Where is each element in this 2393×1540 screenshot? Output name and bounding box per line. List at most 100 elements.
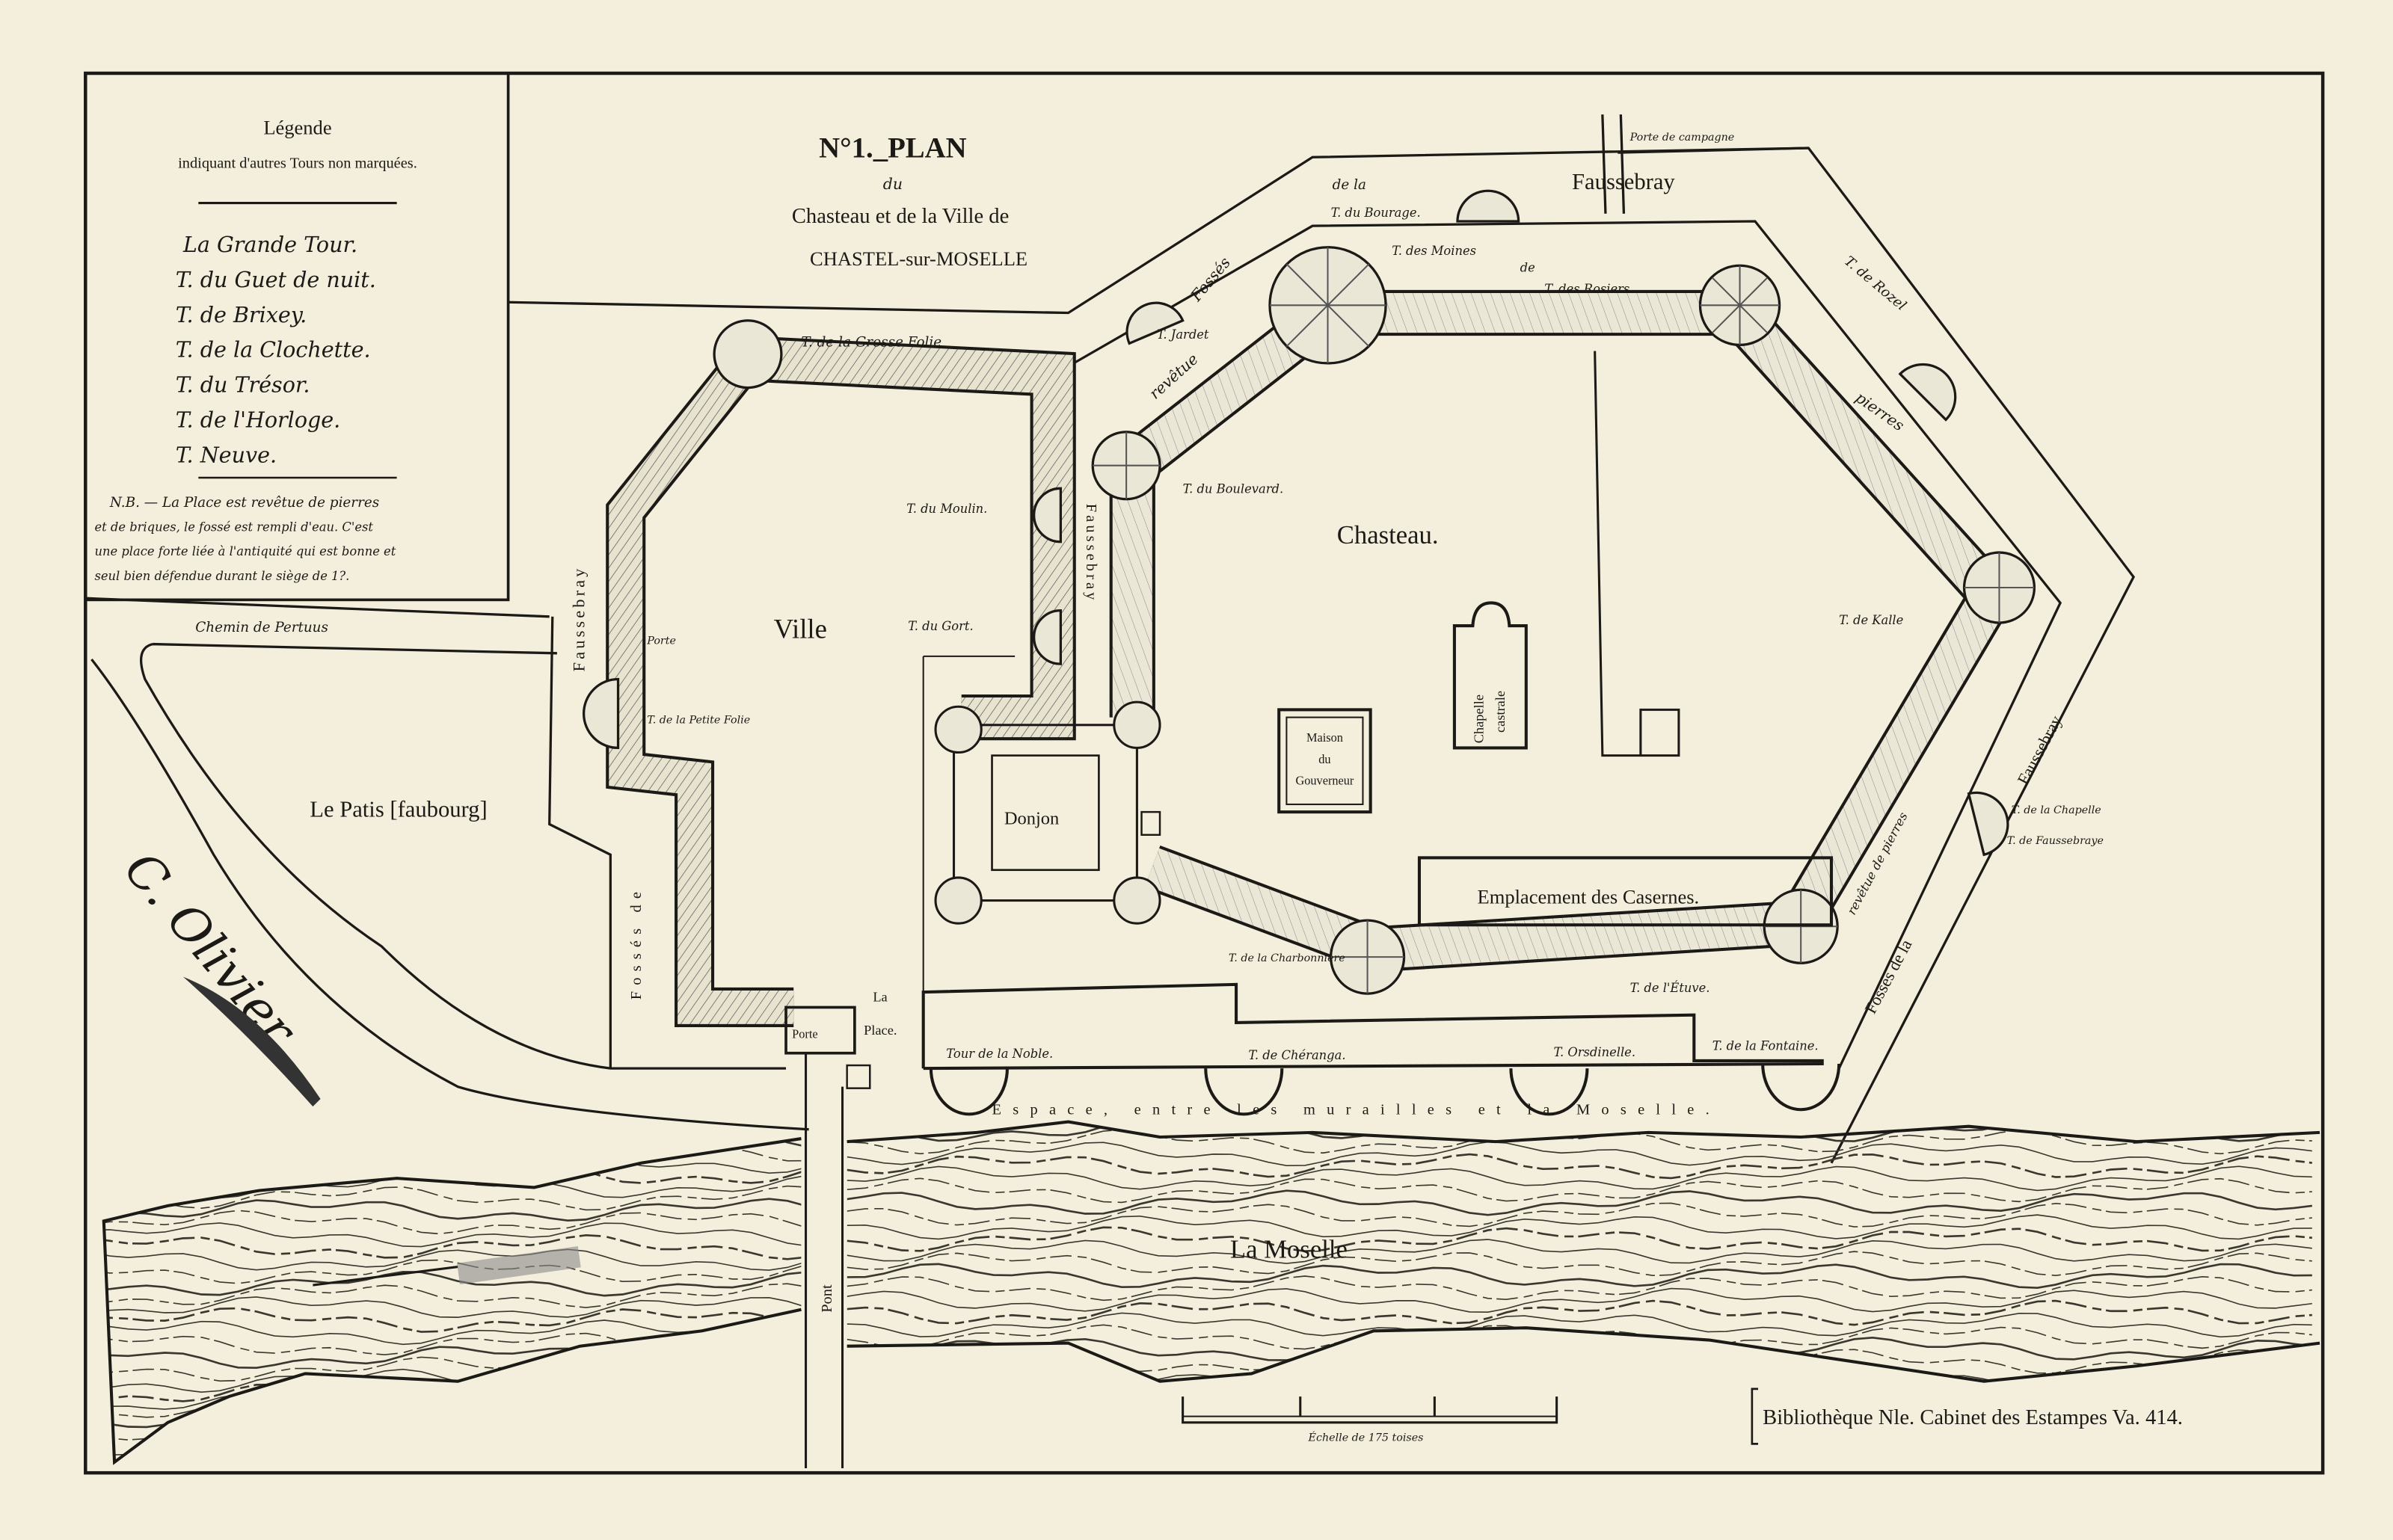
river-wave xyxy=(847,1312,2312,1338)
maison-gouverneur xyxy=(1277,708,1372,814)
label: T. du Bourage. xyxy=(1331,206,1421,220)
label: Gouverneur xyxy=(1295,773,1354,787)
river-wave xyxy=(847,1153,2312,1180)
outer-frame xyxy=(84,71,2325,1475)
label: Porte de campagne xyxy=(1629,132,1735,144)
river-wave xyxy=(103,1296,802,1318)
casernes xyxy=(1417,856,1834,927)
label: T. de Chéranga. xyxy=(1248,1048,1345,1062)
river-wave xyxy=(847,1189,2313,1216)
label: Chapelle xyxy=(1472,694,1487,743)
river-bank xyxy=(847,1120,2320,1383)
porte xyxy=(784,1005,856,1055)
legend-heading: Légende xyxy=(263,117,331,139)
river-wave xyxy=(847,1251,2312,1277)
legend-box: Légende indiquant d'autres Tours non mar… xyxy=(84,72,510,602)
river-wave xyxy=(103,1248,802,1271)
source-credit: Bibliothèque Nle. Cabinet des Estampes V… xyxy=(1763,1406,2183,1429)
label: T. de la Petite Folie xyxy=(647,715,750,727)
label: Pont xyxy=(819,1284,835,1313)
river-wave xyxy=(847,1299,2312,1326)
tower-bourage xyxy=(1456,189,1520,223)
legend-note: seul bien défendue durant le siège de 1?… xyxy=(95,569,350,583)
label: T. de la Charbonnière xyxy=(1229,952,1345,964)
espace-enclosure xyxy=(921,982,1841,1116)
label: Tour de la Noble. xyxy=(946,1047,1053,1061)
river-wave xyxy=(847,1165,2312,1192)
title-line: N°1._PLAN xyxy=(819,132,966,164)
label: T. Jardet xyxy=(1157,327,1209,342)
label: Maison xyxy=(1306,730,1343,745)
boat xyxy=(313,1245,581,1287)
river-wave xyxy=(103,1210,802,1235)
label: T. du Gort. xyxy=(908,619,973,633)
river-wave xyxy=(103,1259,802,1284)
river-wave xyxy=(847,1263,2312,1290)
legend-note: N.B. — La Place est revêtue de pierres xyxy=(109,495,379,511)
legend-item: T. de Brixey. xyxy=(176,302,307,327)
tower-chapelle xyxy=(1967,791,2009,857)
label: T. de la Fontaine. xyxy=(1712,1039,1819,1053)
chapelle-castrale xyxy=(1452,601,1528,750)
river-wave xyxy=(847,1141,2312,1167)
legend-item: T. du Guet de nuit. xyxy=(176,267,376,292)
legend-item: T. du Trésor. xyxy=(176,372,310,398)
river-bank xyxy=(102,1137,802,1465)
label: T. de la Grosse Folie xyxy=(801,334,941,350)
label: Faussebray xyxy=(1572,169,1675,194)
label: Chemin de Pertuus xyxy=(195,620,328,635)
label: Place. xyxy=(864,1023,897,1038)
label: Fossés de xyxy=(628,886,645,1000)
river-wave xyxy=(103,1307,802,1333)
chateau-walls xyxy=(1109,289,2021,973)
label: T. de l'Étuve. xyxy=(1630,980,1710,995)
label: T. de Kalle xyxy=(1839,613,1903,627)
label: Porte xyxy=(792,1026,817,1041)
pont xyxy=(805,1053,844,1469)
label: de la xyxy=(1333,177,1366,193)
label: Donjon xyxy=(1004,808,1059,828)
donjon xyxy=(934,700,1161,925)
title-line: CHASTEL-sur-MOSELLE xyxy=(810,247,1027,270)
label: T. des Moines xyxy=(1392,244,1476,258)
tower-gort xyxy=(1033,609,1062,665)
legend-item: T. Neuve. xyxy=(176,443,277,468)
scale-caption: Échelle de 175 toises xyxy=(1308,1430,1424,1444)
label: castrale xyxy=(1493,691,1508,733)
label: T. de Faussebraye xyxy=(2007,835,2104,847)
label: Espace, entre les murailles et la Mosell… xyxy=(992,1101,1709,1118)
label: T. Orsdinelle. xyxy=(1554,1045,1635,1059)
tower-petite-folie xyxy=(582,677,620,750)
tower-moulin xyxy=(1033,487,1062,543)
river-wave xyxy=(847,1287,2312,1313)
river-wave xyxy=(847,1129,2312,1155)
label: Chasteau. xyxy=(1337,520,1439,549)
label: Faussebray xyxy=(1083,504,1099,603)
river-wave xyxy=(103,1185,802,1211)
legend-note: une place forte liée à l'antiquité qui e… xyxy=(95,544,396,558)
river-wave xyxy=(847,1202,2312,1228)
river-wave xyxy=(847,1275,2312,1302)
river-wave xyxy=(103,1356,802,1382)
label: Emplacement des Casernes. xyxy=(1478,886,1700,908)
legend-item: T. de la Clochette. xyxy=(176,337,371,363)
river-wave xyxy=(103,1332,802,1358)
label: T. des Rosiers xyxy=(1544,282,1629,296)
river-wave xyxy=(103,1270,802,1297)
label: La Moselle xyxy=(1230,1234,1348,1263)
label: Le Patis [faubourg] xyxy=(310,796,487,822)
river-wave xyxy=(847,1239,2312,1264)
label: La xyxy=(873,989,887,1004)
legend-subheading: indiquant d'autres Tours non marquées. xyxy=(178,155,417,172)
label: de xyxy=(1520,260,1535,274)
legend-item: T. de l'Horloge. xyxy=(176,407,341,433)
title-line: Chasteau et de la Ville de xyxy=(792,205,1009,228)
tower-grosse-folie xyxy=(713,319,783,389)
label: du xyxy=(1318,752,1330,766)
scale-bar xyxy=(1182,1396,1558,1424)
tower-jardet xyxy=(1125,301,1185,345)
river-wave xyxy=(103,1222,802,1248)
river-wave xyxy=(847,1214,2312,1240)
